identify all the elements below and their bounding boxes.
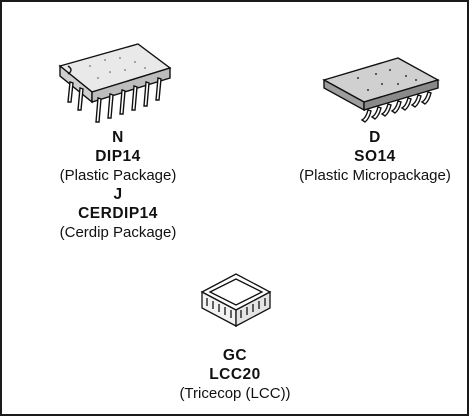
cerdip14-name: CERDIP14 [78, 205, 158, 222]
so14-description: (Plastic Micropackage) [299, 167, 451, 184]
cerdip14-suffix: J [113, 186, 123, 203]
lcc20-suffix: GC [222, 347, 248, 364]
lcc20-description: (Tricecop (LCC)) [179, 385, 291, 402]
so14-suffix: D [369, 129, 381, 146]
dip14-name: DIP14 [95, 148, 141, 165]
dip14-package-illustration [58, 43, 172, 123]
dip14-suffix: N [112, 129, 124, 146]
so14-package-illustration [322, 57, 440, 123]
lcc20-name: LCC20 [209, 366, 261, 383]
so14-name: SO14 [354, 148, 396, 165]
dip14-description: (Plastic Package) [59, 167, 177, 184]
cerdip14-description: (Cerdip Package) [59, 224, 177, 241]
dip14-label-block: N DIP14 (Plastic Package) J CERDIP14 (Ce… [18, 128, 218, 242]
lcc20-label-block: GC LCC20 (Tricecop (LCC)) [140, 346, 330, 403]
lcc20-package-illustration [200, 273, 272, 328]
so14-label-block: D SO14 (Plastic Micropackage) [280, 128, 470, 185]
